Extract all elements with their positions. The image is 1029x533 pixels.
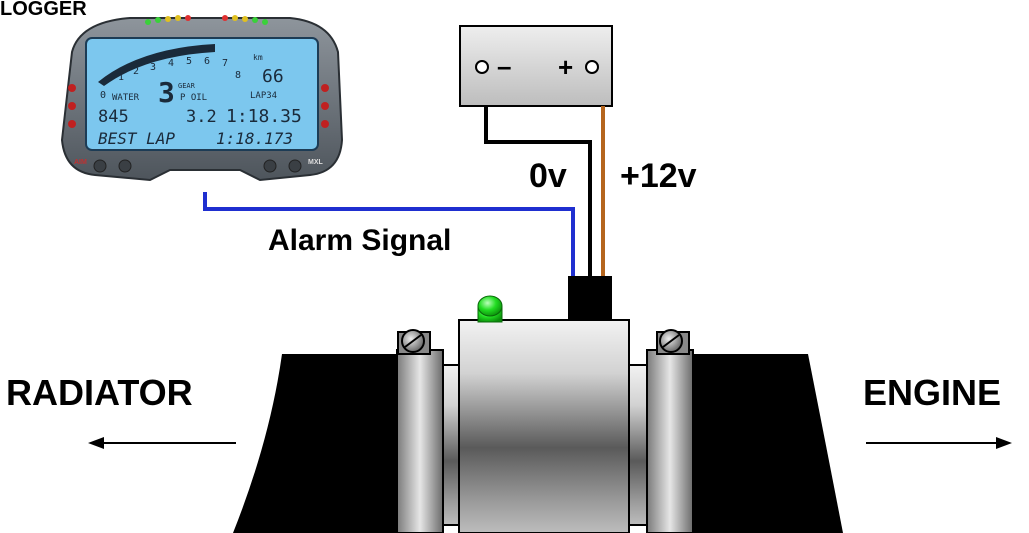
alarm-signal-wire xyxy=(203,192,575,278)
best-lap-value: 1:18.173 xyxy=(216,129,293,148)
speed-unit: km xyxy=(253,53,263,62)
brand-logo-right: MXL xyxy=(308,159,324,166)
engine-arrow-icon xyxy=(866,437,1012,449)
dash-button-right-2 xyxy=(288,159,302,173)
gear-value: 3 xyxy=(158,76,175,109)
lap-label: LAP34 xyxy=(250,91,277,101)
engine-hose xyxy=(655,354,843,533)
negative-terminal xyxy=(475,60,489,74)
side-lights xyxy=(68,84,329,128)
best-lap-label: BEST LAP xyxy=(98,129,175,148)
rpm-scale: 1 2 3 4 5 6 7 8 xyxy=(118,56,241,83)
rpm-tick-6: 6 xyxy=(204,56,210,67)
oil-label: P OIL xyxy=(180,93,207,103)
positive-terminal xyxy=(585,60,599,74)
brand-logo-left: AIM xyxy=(74,159,87,166)
data-logger-display: 1 2 3 4 5 6 7 8 km 66 0 WATER 3 GEAR P O… xyxy=(60,15,344,182)
hose-clamp-left xyxy=(396,329,444,533)
sensor-connector xyxy=(568,276,612,321)
radiator-hose xyxy=(233,354,405,533)
gear-label: GEAR xyxy=(178,82,196,90)
zero-label: 0 xyxy=(100,90,106,101)
rpm-tick-2: 2 xyxy=(133,66,139,77)
hose-clamp-right xyxy=(646,329,694,533)
dash-button-left-2 xyxy=(118,159,132,173)
water-value: 845 xyxy=(98,107,129,127)
lap-value: 1:18.35 xyxy=(226,106,302,127)
radiator-arrow-icon xyxy=(88,437,236,449)
dash-button-right-1 xyxy=(263,159,277,173)
shift-lights xyxy=(145,15,268,25)
water-label: WATER xyxy=(112,93,140,103)
zero-volt-label: 0v xyxy=(529,157,567,195)
plus-symbol: + xyxy=(558,52,573,82)
radiator-label: RADIATOR xyxy=(6,372,193,413)
lcd-screen xyxy=(85,37,319,151)
rpm-tick-3: 3 xyxy=(150,62,156,73)
rpm-tick-7: 7 xyxy=(222,58,228,69)
rpm-tick-4: 4 xyxy=(168,58,174,69)
sensor-body xyxy=(458,319,630,533)
battery: – + xyxy=(459,25,613,107)
plus-12v-label: +12v xyxy=(620,157,697,195)
dash-button-left-1 xyxy=(93,159,107,173)
rpm-tick-5: 5 xyxy=(186,56,192,67)
rpm-bar xyxy=(98,44,215,86)
minus-symbol: – xyxy=(497,51,511,81)
alarm-signal-label: Alarm Signal xyxy=(268,224,451,257)
rpm-tick-8: 8 xyxy=(235,70,241,81)
rpm-tick-1: 1 xyxy=(118,72,124,83)
logger-title: LOGGER xyxy=(0,0,87,20)
ground-wire xyxy=(484,106,592,278)
speed-value: 66 xyxy=(262,66,284,87)
oil-value: 3.2 xyxy=(186,107,217,127)
engine-label: ENGINE xyxy=(863,372,1001,413)
status-led xyxy=(477,295,503,323)
